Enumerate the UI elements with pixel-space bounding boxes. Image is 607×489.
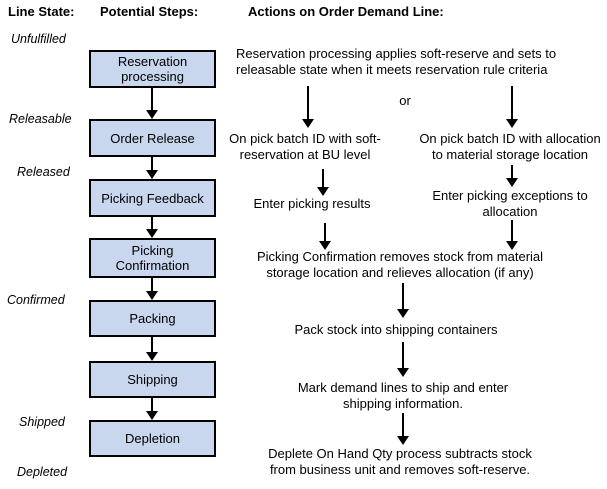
step-label: Picking	[131, 243, 174, 258]
step-label: Order Release	[110, 130, 195, 146]
arrow-right-trigger-to-action	[505, 165, 519, 187]
step-label: Packing	[129, 311, 176, 326]
note-line: Picking Confirmation removes stock from …	[256, 249, 544, 264]
note-line: reservation at BU level	[239, 147, 371, 162]
step-label: processing	[121, 69, 184, 84]
note-line: Enter picking results	[253, 196, 371, 211]
note-line: Mark demand lines to ship and enter	[297, 380, 509, 395]
arrow-order-release-to-picking-feedback	[145, 157, 159, 179]
note-packing: Pack stock into shipping containers	[246, 322, 546, 338]
note-line: allocation	[482, 204, 538, 219]
step-label: Picking Feedback	[101, 190, 204, 206]
note-left-branch-action: Enter picking results	[237, 196, 387, 212]
note-line: from business unit and removes soft-rese…	[269, 462, 531, 477]
arrow-shipping-to-depletion-note	[396, 413, 410, 445]
note-reservation-processing: Reservation processing applies soft-rese…	[236, 46, 596, 78]
step-label: Depletion	[125, 431, 180, 446]
step-box-shipping: Shipping	[89, 361, 216, 398]
arrow-shipping-to-depletion	[145, 398, 159, 420]
arrow-reservation-to-order-release	[145, 88, 159, 119]
or-label: or	[399, 93, 411, 108]
arrow-confirmation-to-packing-note	[396, 283, 410, 318]
note-line: releasable state when it meets reservati…	[236, 62, 548, 77]
note-line: shipping information.	[343, 396, 463, 411]
step-box-packing: Packing	[89, 300, 216, 337]
note-line: to material storage location	[431, 147, 589, 162]
potential-steps-column-header: Potential Steps:	[100, 4, 199, 19]
line-state-released: Released	[17, 165, 70, 179]
line-state-confirmed: Confirmed	[7, 293, 65, 307]
note-left-branch-trigger: On pick batch ID with soft- reservation …	[215, 131, 395, 163]
line-state-releasable: Releasable	[9, 112, 72, 126]
arrow-left-trigger-to-action	[316, 169, 330, 196]
note-shipping: Mark demand lines to ship and enter ship…	[253, 380, 553, 412]
step-box-picking-feedback: Picking Feedback	[89, 179, 216, 217]
note-line: On pick batch ID with soft-	[229, 131, 381, 146]
step-box-picking-confirmation: Picking Confirmation	[89, 238, 216, 278]
actions-column-header: Actions on Order Demand Line:	[248, 4, 444, 19]
step-box-reservation-processing: Reservation processing	[89, 50, 216, 88]
arrow-packing-to-shipping	[145, 337, 159, 361]
note-line: On pick batch ID with allocation	[419, 131, 601, 146]
note-line: Enter picking exceptions to	[432, 188, 588, 203]
note-line: storage location and relieves allocation…	[266, 265, 534, 280]
line-state-unfulfilled: Unfulfilled	[11, 32, 66, 46]
step-label: Shipping	[127, 372, 178, 387]
step-box-depletion: Depletion	[89, 420, 216, 457]
arrow-left-to-confirmation-note	[318, 223, 332, 250]
arrow-branch-right	[505, 86, 519, 128]
step-box-order-release: Order Release	[89, 119, 216, 157]
arrow-confirmation-to-packing	[145, 278, 159, 300]
arrow-packing-to-shipping-note	[396, 342, 410, 377]
line-state-depleted: Depleted	[17, 465, 68, 479]
arrow-branch-left	[301, 86, 315, 128]
note-right-branch-trigger: On pick batch ID with allocation to mate…	[410, 131, 607, 163]
note-line: Pack stock into shipping containers	[294, 322, 498, 337]
step-label: Confirmation	[115, 258, 190, 273]
note-line: Reservation processing applies soft-rese…	[236, 46, 557, 61]
line-state-shipped: Shipped	[19, 415, 65, 429]
line-state-column-header: Line State:	[8, 4, 75, 19]
note-line: Deplete On Hand Qty process subtracts st…	[268, 446, 532, 461]
note-picking-confirmation: Picking Confirmation removes stock from …	[220, 249, 580, 281]
arrow-picking-feedback-to-confirmation	[145, 217, 159, 238]
note-right-branch-action: Enter picking exceptions to allocation	[420, 188, 600, 220]
note-depletion: Deplete On Hand Qty process subtracts st…	[250, 446, 550, 478]
step-label: Reservation	[117, 54, 188, 69]
arrow-right-to-confirmation-note	[505, 220, 519, 250]
